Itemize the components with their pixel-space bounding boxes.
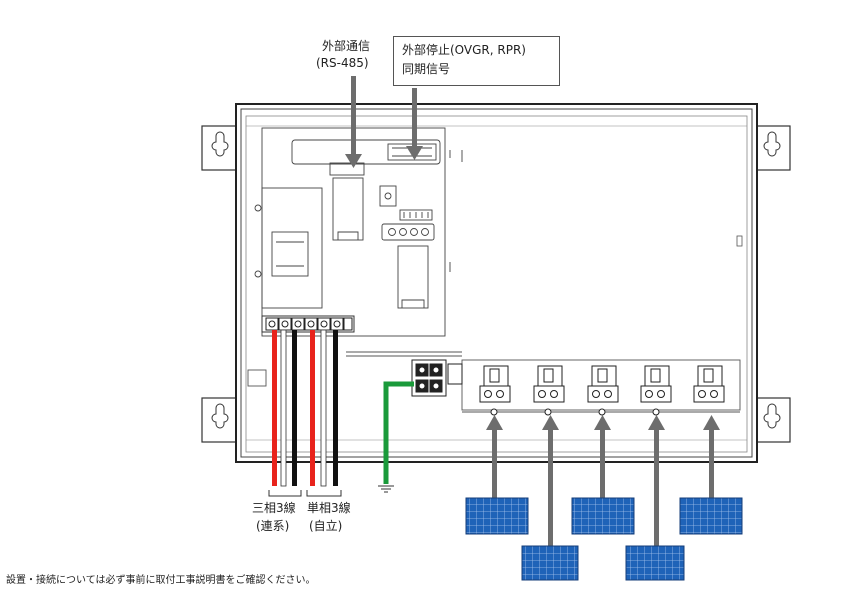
dc-connector-1 (479, 365, 511, 403)
arrow-down-icon (406, 146, 423, 160)
mounting-hole-icon (763, 403, 781, 429)
label-three-phase: 三相3線 (252, 501, 296, 515)
solar-panel-icon (521, 545, 579, 581)
dc-connector-4 (640, 365, 672, 403)
ground-wire (378, 381, 414, 493)
solar-panel-icon (679, 497, 743, 535)
label-rs485: (RS-485) (316, 56, 369, 70)
solar-panel-icon (465, 497, 529, 535)
arrow-up-icon (486, 415, 503, 430)
mounting-ear-bottom-left (201, 397, 239, 443)
terminal-block-icon (265, 317, 353, 331)
dc-input-arrows (486, 415, 720, 546)
mounting-hole-icon (211, 131, 229, 157)
phase-bracket-three (268, 490, 302, 497)
mounting-ear-top-left (201, 125, 239, 171)
ac-terminal-block (261, 315, 355, 333)
dc-connector-5 (693, 365, 725, 403)
control-board (254, 127, 463, 337)
external-stop-callout-box (393, 36, 560, 86)
wire-black-1 (292, 330, 297, 486)
arrow-down-icon (345, 154, 362, 168)
wire-red-2 (310, 330, 315, 486)
phase-bracket-single (306, 490, 342, 497)
dc-connector-3 (587, 365, 619, 403)
label-sync-signal: 同期信号 (402, 62, 451, 76)
wire-white-1 (280, 329, 287, 487)
arrow-up-icon (594, 415, 611, 430)
mounting-ear-top-right (753, 125, 791, 171)
label-standalone: (自立) (309, 519, 343, 533)
mounting-hole-icon (763, 131, 781, 157)
label-external-comm: 外部通信 (322, 39, 371, 53)
solar-panel-icon (625, 545, 685, 581)
mounting-hole-icon (211, 403, 229, 429)
mounting-ear-bottom-right (753, 397, 791, 443)
installation-note: 設置・接続については必ず事前に取付工事説明書をご確認ください。 (6, 575, 316, 586)
ground-symbol-icon (378, 485, 394, 493)
dc-input-connectors (479, 365, 725, 416)
wire-black-2 (333, 330, 338, 486)
label-grid-connect: (連系) (256, 519, 290, 533)
wire-red-1 (272, 330, 277, 486)
ground-terminal-block (411, 359, 463, 397)
solar-panel-icon (571, 497, 635, 535)
label-single-phase: 単相3線 (307, 501, 351, 515)
arrow-up-icon (703, 415, 720, 430)
dc-connector-2 (533, 365, 565, 403)
ac-wires (268, 329, 342, 497)
arrow-up-icon (542, 415, 559, 430)
arrow-up-icon (648, 415, 665, 430)
wire-white-2 (320, 329, 327, 487)
solar-panels (465, 497, 743, 581)
label-external-stop: 外部停止(OVGR, RPR) (402, 43, 526, 57)
comm-arrows (345, 76, 423, 168)
